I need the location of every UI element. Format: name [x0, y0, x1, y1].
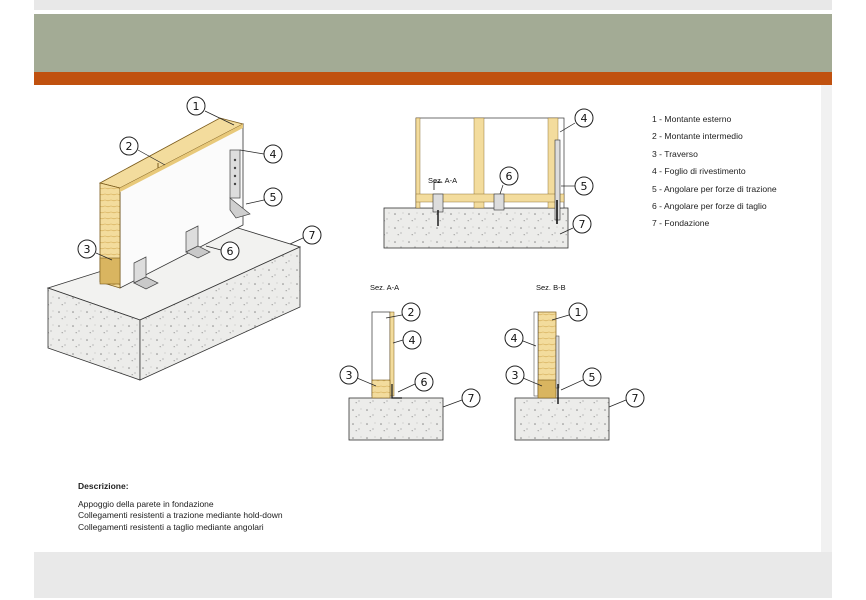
aa-angle	[391, 384, 402, 399]
iso-callout-2	[119, 136, 139, 156]
aa-callout-7	[461, 388, 481, 408]
elev-callout-6-label: 6	[506, 170, 513, 183]
iso-bottom-rail-end	[99, 257, 121, 285]
elev-callout-5-label: 5	[581, 180, 588, 193]
iso-callout-1-label: 1	[193, 100, 200, 113]
iso-callout-5	[263, 187, 283, 207]
bb-callout-5-label: 5	[589, 371, 596, 384]
legend-item: 6 - Angolare per forze di taglio	[652, 200, 767, 211]
elev-bottom-rail	[415, 193, 565, 203]
iso-callout-6-label: 6	[227, 245, 234, 258]
slide-header-band	[34, 14, 832, 72]
iso-foundation-side	[139, 246, 301, 381]
section-aa: Sez. A-A 2 4 3 6 7	[339, 283, 481, 441]
iso-callout-3	[77, 239, 97, 259]
bb-callout-7-label: 7	[632, 392, 639, 405]
iso-hold-down	[229, 149, 251, 219]
bb-callout-3	[505, 365, 525, 385]
aa-callout-2-label: 2	[408, 306, 415, 319]
elev-callout-7-label: 7	[579, 218, 586, 231]
elev-section-mark: Sez. A-A	[428, 176, 457, 185]
elev-stud-left	[415, 117, 421, 209]
aa-callout-3	[339, 365, 359, 385]
legend-item: 5 - Angolare per forze di trazione	[652, 183, 777, 194]
aa-callout-7-label: 7	[468, 392, 475, 405]
aa-callout-4	[402, 330, 422, 350]
elev-callout-7	[572, 214, 592, 234]
bb-callout-3-label: 3	[512, 369, 519, 382]
aa-callout-6	[414, 372, 434, 392]
elev-foundation	[383, 207, 569, 249]
legend-item: 4 - Foglio di rivestimento	[652, 166, 746, 177]
top-strip	[34, 0, 832, 10]
iso-angle-bracket-1	[185, 225, 211, 259]
iso-callout-5-label: 5	[270, 191, 277, 204]
aa-foundation	[348, 397, 444, 441]
header-accent-bar	[34, 72, 832, 85]
elev-shear-bracket-2	[493, 193, 505, 211]
section-bb-title: Sez. B-B	[536, 283, 566, 292]
isometric-view: 1 2 3 4 5 6 7	[46, 96, 322, 381]
aa-callout-3-label: 3	[346, 369, 353, 382]
bb-bottom-rail	[537, 379, 557, 399]
description-line: Collegamenti resistenti a trazione media…	[78, 510, 283, 520]
elev-wall	[415, 117, 565, 209]
aa-sheathing	[389, 311, 395, 397]
bb-hold-down	[555, 335, 560, 389]
legend-item: 3 - Traverso	[652, 148, 698, 159]
bb-sheathing	[533, 311, 539, 397]
bb-callout-1	[568, 302, 588, 322]
aa-bottom-rail	[371, 379, 391, 399]
legend-list: 1 - Montante esterno 2 - Montante interm…	[652, 111, 777, 233]
legend-item: 7 - Fondazione	[652, 218, 710, 229]
slide-right-edge	[821, 85, 832, 552]
bb-callout-5	[582, 367, 602, 387]
iso-callout-2-label: 2	[126, 140, 133, 153]
description-line: Collegamenti resistenti a taglio mediant…	[78, 521, 264, 532]
iso-callout-6	[220, 241, 240, 261]
iso-angle-bracket-2	[133, 256, 159, 290]
elev-shear-bracket-1	[432, 193, 444, 213]
section-aa-title: Sez. A-A	[370, 283, 399, 292]
elevation-view: Sez. A-A 4 5 6 7	[383, 108, 594, 249]
section-bb: Sez. B-B 1 4 3 5 7	[504, 283, 645, 441]
iso-callout-7	[302, 225, 322, 245]
elev-callouts: 4 5 6 7	[499, 108, 594, 235]
iso-callout-4-label: 4	[270, 148, 277, 161]
elev-callout-4	[574, 108, 594, 128]
slide-footer	[34, 552, 832, 598]
description-title: Descrizione:	[78, 481, 129, 491]
bb-callout-1-label: 1	[575, 306, 582, 319]
legend-item: 2 - Montante intermedio	[652, 131, 743, 142]
bb-foundation	[514, 397, 610, 441]
description-line: Appoggio della parete in fondazione	[78, 498, 214, 509]
elev-callout-6	[499, 166, 519, 186]
description-block: Descrizione: Appoggio della parete in fo…	[78, 481, 283, 533]
aa-callout-4-label: 4	[409, 334, 416, 347]
iso-callout-3-label: 3	[84, 243, 91, 256]
aa-callouts: 2 4 3 6 7	[339, 302, 481, 408]
bb-callouts: 1 4 3 5 7	[504, 302, 645, 408]
bb-callout-7	[625, 388, 645, 408]
aa-callout-2	[401, 302, 421, 322]
iso-callouts: 1 2 3 4 5 6 7	[77, 96, 322, 261]
bb-callout-4-label: 4	[511, 332, 518, 345]
iso-callout-1	[186, 96, 206, 116]
iso-frame-strip	[120, 124, 243, 192]
elev-stud-mid	[473, 117, 485, 209]
iso-callout-4	[263, 144, 283, 164]
legend-item: 1 - Montante esterno	[652, 114, 732, 124]
iso-callout-7-label: 7	[309, 229, 316, 242]
elev-callout-4-label: 4	[581, 112, 588, 125]
bb-callout-4	[504, 328, 524, 348]
aa-callout-6-label: 6	[421, 376, 428, 389]
elev-callout-5	[574, 176, 594, 196]
